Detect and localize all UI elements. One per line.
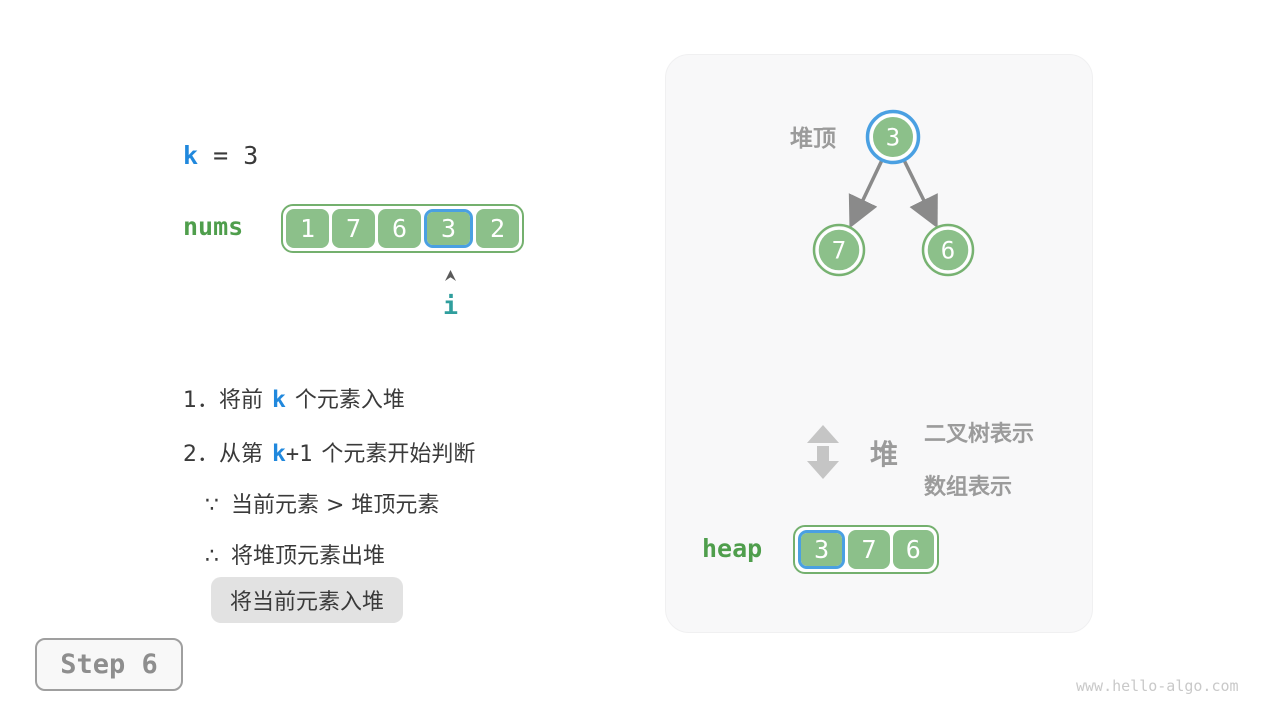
pointer-caret-icon — [444, 269, 457, 288]
step-counter-button[interactable]: Step 6 — [35, 638, 183, 691]
step2-text: 2．从第 — [183, 442, 263, 467]
because-symbol: ∵ — [205, 493, 219, 518]
tree-edge-right — [902, 159, 938, 229]
therefore-symbol: ∴ — [205, 544, 219, 569]
tree-representation-label: 二叉树表示 — [924, 422, 1035, 447]
heap-cell: 7 — [848, 530, 890, 569]
nums-cell-highlighted: 3 — [424, 209, 473, 248]
tree-root-node: 3 — [865, 109, 921, 165]
heap-cell: 6 — [892, 530, 934, 569]
array-representation-label: 数组表示 — [924, 475, 1013, 500]
heap-top-label: 堆顶 — [790, 126, 836, 152]
step-line-1: 1．将前 k 个元素入堆 — [183, 382, 405, 414]
nums-cell: 6 — [378, 209, 421, 248]
heap-array-label: heap — [702, 534, 763, 563]
heap-word-label: 堆 — [870, 438, 899, 471]
nums-label: nums — [183, 212, 244, 241]
nums-cell: 1 — [286, 209, 329, 248]
k-equation: k = 3 — [183, 141, 258, 170]
step2-text-end: 个元素开始判断 — [321, 442, 476, 467]
heap-cell-highlighted: 3 — [798, 530, 846, 569]
tree-root-value: 3 — [886, 124, 900, 152]
k-variable: k — [183, 141, 199, 170]
tree-edge-left — [848, 159, 884, 229]
watermark-url: www.hello-algo.com — [1076, 677, 1239, 695]
tree-left-value: 7 — [832, 237, 846, 265]
step-line-2: 2．从第 k+1 个元素开始判断 — [183, 436, 475, 468]
heap-tree-graphic: 3 7 6 — [807, 109, 975, 479]
pointer-label-i: i — [443, 291, 459, 320]
step2-plus-one: +1 — [285, 442, 313, 467]
nums-array: 1 7 6 3 2 — [281, 204, 524, 253]
step1-text: 1．将前 — [183, 388, 263, 413]
representation-legend: 二叉树表示 数组表示 — [924, 416, 1034, 501]
step2-k-variable: k — [272, 441, 286, 467]
tree-left-node: 7 — [812, 223, 866, 277]
because-text: 当前元素 > 堆顶元素 — [231, 493, 440, 518]
therefore-text: 将堆顶元素出堆 — [231, 544, 386, 569]
step-line-because: ∵ 当前元素 > 堆顶元素 — [205, 487, 439, 519]
nums-cell: 2 — [476, 209, 519, 248]
current-action-box: 将当前元素入堆 — [211, 577, 404, 623]
up-down-arrow-icon — [807, 425, 839, 479]
heap-panel: 3 7 6 堆顶 堆 二叉树表示 数组表示 — [665, 54, 1093, 633]
k-value: = 3 — [198, 141, 259, 170]
heap-array: 3 7 6 — [793, 525, 939, 574]
step-line-therefore: ∴ 将堆顶元素出堆 — [205, 538, 385, 570]
nums-cell: 7 — [332, 209, 375, 248]
step1-k-variable: k — [272, 387, 286, 413]
tree-right-value: 6 — [941, 237, 955, 265]
step1-text-end: 个元素入堆 — [294, 388, 405, 413]
tree-right-node: 6 — [921, 223, 975, 277]
